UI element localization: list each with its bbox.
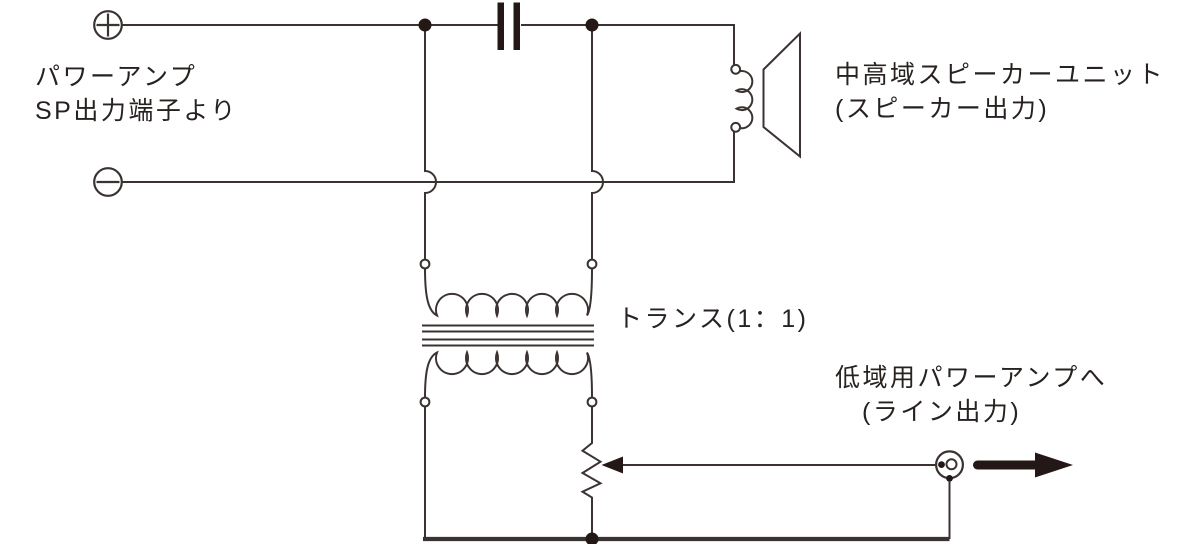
- negative-terminal-icon: [93, 167, 123, 197]
- speaker-label-line1: 中高域スピーカーユニット: [835, 61, 1166, 89]
- speaker-label: 中高域スピーカーユニット (スピーカー出力): [835, 58, 1165, 126]
- line-out-label-line1: 低域用パワーアンプへ: [835, 364, 1108, 392]
- line-out-label-line2: (ライン出力): [862, 398, 1022, 426]
- potentiometer-icon: [580, 406, 940, 540]
- junction-dot: [585, 532, 599, 544]
- capacitor-icon: [497, 2, 520, 50]
- wires: [122, 24, 951, 540]
- transformer-label-text: トランス(1：1): [617, 305, 809, 333]
- junction-dot: [585, 18, 599, 32]
- power-amp-label: パワーアンプ SP出力端子より: [35, 60, 238, 128]
- arrow-right-icon: [973, 452, 1073, 478]
- speaker-label-line2: (スピーカー出力): [835, 95, 1050, 123]
- positive-terminal-icon: [93, 10, 123, 40]
- junction-dot: [418, 18, 432, 32]
- speaker-icon: [730, 31, 801, 159]
- transformer-icon: [419, 258, 598, 408]
- rca-jack-icon: [934, 450, 964, 482]
- wiper-arrow-icon: [601, 456, 623, 474]
- transformer-label: トランス(1：1): [617, 302, 808, 336]
- power-amp-label-line1: パワーアンプ: [35, 63, 198, 91]
- power-amp-label-line2: SP出力端子より: [35, 97, 238, 125]
